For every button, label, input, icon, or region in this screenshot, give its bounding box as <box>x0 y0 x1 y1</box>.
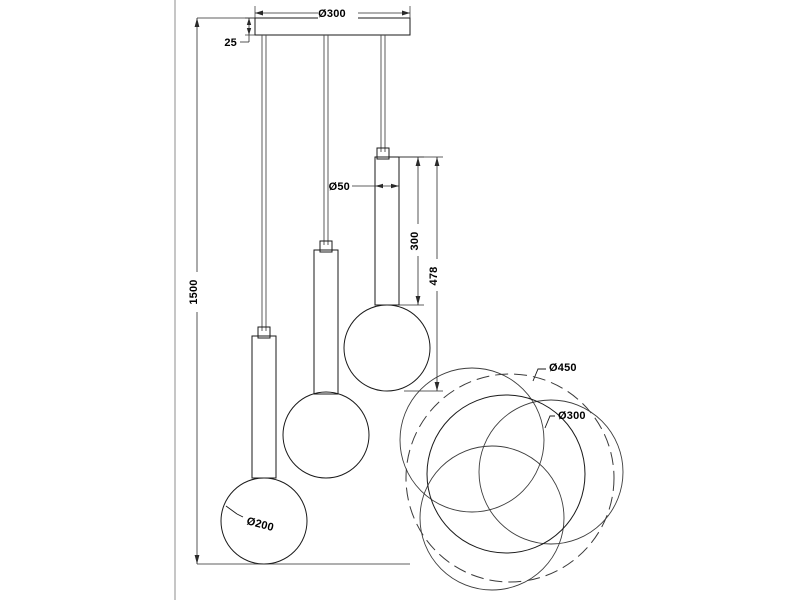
dimension-fixture-length: 478 <box>399 156 444 392</box>
pendant-right-cylinder <box>375 157 399 305</box>
canopy-diameter-label: Ø300 <box>318 8 346 20</box>
dimension-cylinder-diameter: Ø50 <box>329 181 399 193</box>
pendant-left <box>221 35 307 564</box>
fix-len-arrow-bottom <box>434 382 440 391</box>
cyl-len-arrow-top <box>415 157 421 166</box>
dimension-globe-diameter: Ø200 <box>225 505 275 534</box>
dimension-top-outer-diameter: Ø450 <box>532 362 577 382</box>
cylinder-length-label: 300 <box>409 232 421 251</box>
pendant-middle-cylinder <box>314 250 338 394</box>
pendant-middle-connector <box>320 241 332 252</box>
dimension-cylinder-length: 300 <box>399 156 425 306</box>
top-outer-envelope-circle <box>405 373 615 583</box>
pendant-left-cylinder <box>252 336 276 478</box>
top-outer-diameter-label: Ø450 <box>549 362 577 374</box>
pendant-left-connector <box>258 327 270 338</box>
dimension-canopy-diameter: Ø300 <box>254 6 411 20</box>
canopy-dim-arrow-right <box>402 10 410 16</box>
canopy-body <box>255 18 410 35</box>
cyl-len-text-bg <box>410 224 425 256</box>
cyl-dia-arrow-left <box>375 183 383 189</box>
ceiling-canopy <box>255 18 410 35</box>
top-circle-upper-left <box>399 367 545 513</box>
front-elevation-view <box>221 18 430 564</box>
globe-dia-leader-line <box>225 505 238 515</box>
dimension-total-drop: 1500 <box>188 17 410 565</box>
top-circle-leader <box>544 415 555 429</box>
pendant-right-globe <box>344 305 430 391</box>
pendant-middle-globe <box>283 392 369 478</box>
fixture-length-label: 478 <box>428 267 440 286</box>
top-circle-diameter-label: Ø300 <box>558 410 586 422</box>
thickness-arrow-top <box>246 18 252 25</box>
total-drop-arrow-bottom <box>194 555 200 564</box>
globe-dia-leader-tail <box>236 513 244 518</box>
fix-len-arrow-top <box>434 157 440 166</box>
fix-len-text-bg <box>429 259 444 291</box>
pendant-middle <box>283 35 369 478</box>
pendant-right <box>344 35 430 391</box>
thickness-arrow-bottom <box>246 28 252 35</box>
total-drop-label: 1500 <box>188 279 200 304</box>
pendant-right-connector <box>377 148 389 159</box>
dimension-top-circle-diameter: Ø300 <box>544 410 586 429</box>
top-plan-view <box>399 367 624 591</box>
cyl-dia-arrow-right <box>391 183 399 189</box>
total-drop-text-bg <box>189 272 204 312</box>
cyl-len-arrow-bottom <box>415 296 421 305</box>
cylinder-diameter-label: Ø50 <box>329 181 350 193</box>
total-drop-arrow-top <box>194 18 200 27</box>
top-circle-right <box>478 399 624 545</box>
globe-diameter-label: Ø200 <box>245 515 275 534</box>
dimension-canopy-thickness: 25 <box>224 17 255 49</box>
top-circle-front <box>427 395 585 553</box>
top-circle-lower <box>419 445 565 591</box>
canopy-dim-text-bg <box>318 6 358 20</box>
top-outer-leader <box>532 368 546 382</box>
canopy-thickness-label: 25 <box>224 37 237 49</box>
canopy-dim-arrow-left <box>255 10 263 16</box>
